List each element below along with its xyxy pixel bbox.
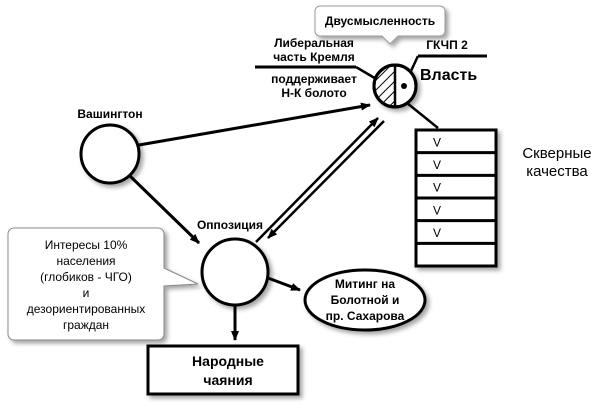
ambiguity-label: Двусмысленность — [325, 14, 435, 28]
power-dot — [401, 83, 407, 89]
washington-node — [79, 123, 141, 185]
interests-line: населения — [56, 254, 115, 268]
check-mark: V — [433, 158, 441, 172]
interests-text: Интересы 10% населения (глобиков - ЧГО) и де… — [27, 238, 145, 332]
interests-line: дезориентированных — [27, 302, 145, 316]
opposition-power-arrow — [255, 117, 379, 243]
ambiguity-callout — [314, 5, 446, 45]
people-node — [146, 344, 300, 396]
gkchp-label: ГКЧП 2 — [426, 38, 468, 52]
opposition-label: Оппозиция — [197, 218, 263, 232]
check-mark: V — [433, 226, 441, 240]
power-hatch — [374, 65, 395, 107]
washington-label: Вашингтон — [77, 107, 142, 121]
rally-node — [303, 268, 427, 332]
liberal-label-1: Либеральная — [274, 36, 354, 50]
rally-label-2: Болотной и — [331, 293, 400, 307]
rally-label-1: Митинг на — [335, 277, 395, 291]
bad-qualities-label-2: качества — [526, 163, 588, 180]
interests-line: Интересы 10% — [45, 238, 128, 252]
power-outline — [372, 63, 418, 109]
interests-callout — [7, 227, 199, 341]
supports-label-1: поддерживает — [271, 72, 357, 86]
rally-label-3: пр. Сахарова — [326, 309, 405, 323]
interests-line: и — [83, 286, 90, 300]
supports-label-2: Н-К болото — [281, 86, 346, 100]
people-label-2: чаяния — [203, 372, 252, 388]
power-table-connector — [406, 102, 439, 129]
people-label-1: Народные — [192, 353, 264, 369]
bad-qualities-label-1: Скверные — [522, 145, 591, 162]
opposition-node — [200, 237, 270, 307]
washington-power-arrow — [138, 102, 371, 147]
opposition-rally-arrow — [267, 276, 301, 292]
check-mark: V — [433, 203, 441, 217]
washington-opposition-arrow — [128, 174, 201, 245]
check-mark: V — [433, 135, 441, 149]
power-label: Власть — [420, 67, 477, 84]
power-opposition-arrow — [267, 120, 385, 239]
liberal-label-2: часть Кремля — [273, 50, 355, 64]
interests-line: (глобиков - ЧГО) — [40, 270, 132, 284]
interests-line: граждан — [63, 318, 109, 332]
check-mark: V — [433, 181, 441, 195]
